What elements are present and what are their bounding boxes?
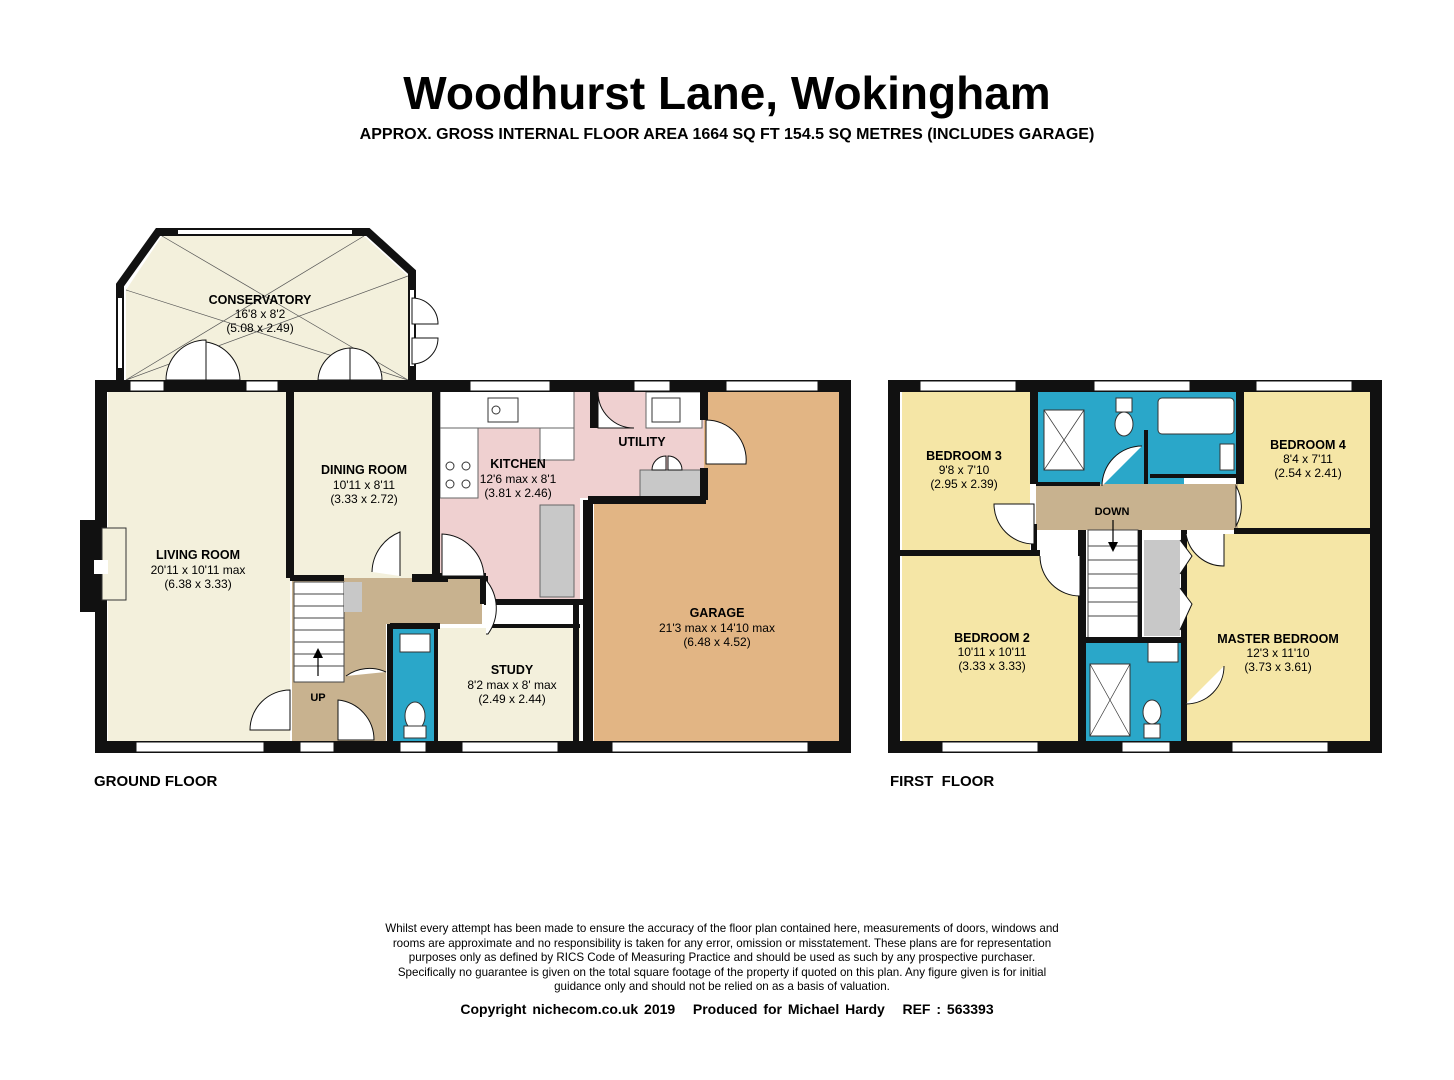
master-bedroom-name: MASTER BEDROOM — [1217, 632, 1339, 646]
bedroom-4-dim-metric: (2.54 x 2.41) — [1274, 466, 1341, 480]
disclaimer-line: Specifically no guarantee is given on th… — [397, 965, 1047, 979]
master-bedroom-dim-imperial: 12'3 x 11'10 — [1246, 646, 1309, 660]
dining-room-area — [292, 390, 434, 578]
living-room-dim-imperial: 20'11 x 10'11 max — [151, 563, 246, 577]
living-room-area — [108, 390, 290, 742]
kitchen-name: KITCHEN — [490, 457, 546, 471]
plan-title: Woodhurst Lane, Wokingham — [403, 67, 1051, 119]
bedroom-3-name: BEDROOM 3 — [926, 449, 1002, 463]
conservatory-dim-imperial: 16'8 x 8'2 — [235, 307, 286, 321]
dining-room-dim-metric: (3.33 x 2.72) — [330, 492, 397, 506]
first-floor-plan — [888, 380, 1382, 753]
bedroom-2-dim-metric: (3.33 x 3.33) — [958, 659, 1025, 673]
bedroom-4-dim-imperial: 8'4 x 7'11 — [1283, 452, 1333, 466]
bedroom-3-dim-imperial: 9'8 x 7'10 — [939, 463, 990, 477]
study-dim-metric: (2.49 x 2.44) — [478, 692, 545, 706]
bedroom-2-name: BEDROOM 2 — [954, 631, 1030, 645]
room-labels: CONSERVATORY 16'8 x 8'2 (5.08 x 2.49) LI… — [151, 293, 1346, 706]
study-area — [438, 628, 580, 742]
living-room-dim-metric: (6.38 x 3.33) — [164, 577, 231, 591]
living-room-name: LIVING ROOM — [156, 548, 240, 562]
garage-area — [594, 390, 840, 742]
dining-room-name: DINING ROOM — [321, 463, 407, 477]
ground-floor-plan — [80, 228, 851, 753]
disclaimer-line: purposes only as defined by RICS Code of… — [408, 951, 1036, 965]
bedroom-4-name: BEDROOM 4 — [1270, 438, 1346, 452]
dining-room-dim-imperial: 10'11 x 8'11 — [333, 478, 396, 492]
copyright-footer: Copyright nichecom.co.uk 2019 Produced f… — [460, 1001, 994, 1017]
disclaimer-line: rooms are approximate and no responsibil… — [392, 936, 1052, 950]
first-floor-label: FIRST FLOOR — [890, 773, 995, 790]
ground-floor-label: GROUND FLOOR — [94, 773, 218, 790]
conservatory-dim-metric: (5.08 x 2.49) — [226, 321, 293, 335]
disclaimer-line: guidance only and should not be relied o… — [554, 980, 890, 994]
bedroom-3-dim-metric: (2.95 x 2.39) — [930, 477, 997, 491]
kitchen-dim-imperial: 12'6 max x 8'1 — [480, 472, 557, 486]
master-bedroom-area — [1186, 534, 1370, 742]
stairs-up-label: UP — [310, 692, 325, 704]
study-dim-imperial: 8'2 max x 8' max — [467, 678, 556, 692]
floor-area-subtitle: APPROX. GROSS INTERNAL FLOOR AREA 1664 S… — [359, 126, 1095, 143]
study-name: STUDY — [491, 663, 534, 677]
utility-name: UTILITY — [618, 435, 666, 449]
garage-dim-imperial: 21'3 max x 14'10 max — [659, 621, 775, 635]
bedroom-2-dim-imperial: 10'11 x 10'11 — [958, 645, 1027, 659]
bedroom-2-area — [902, 556, 1080, 742]
landing-area — [1036, 484, 1238, 530]
kitchen-dim-metric: (3.81 x 2.46) — [484, 486, 551, 500]
garage-name: GARAGE — [690, 606, 745, 620]
garage-dim-metric: (6.48 x 4.52) — [683, 635, 750, 649]
bedroom-4-area — [1238, 390, 1370, 528]
conservatory-name: CONSERVATORY — [209, 293, 312, 307]
master-bedroom-dim-metric: (3.73 x 3.61) — [1244, 660, 1311, 674]
disclaimer-line: Whilst every attempt has been made to en… — [385, 922, 1059, 935]
stairs-down-label: DOWN — [1095, 506, 1130, 518]
disclaimer: Whilst every attempt has been made to en… — [342, 922, 1102, 995]
